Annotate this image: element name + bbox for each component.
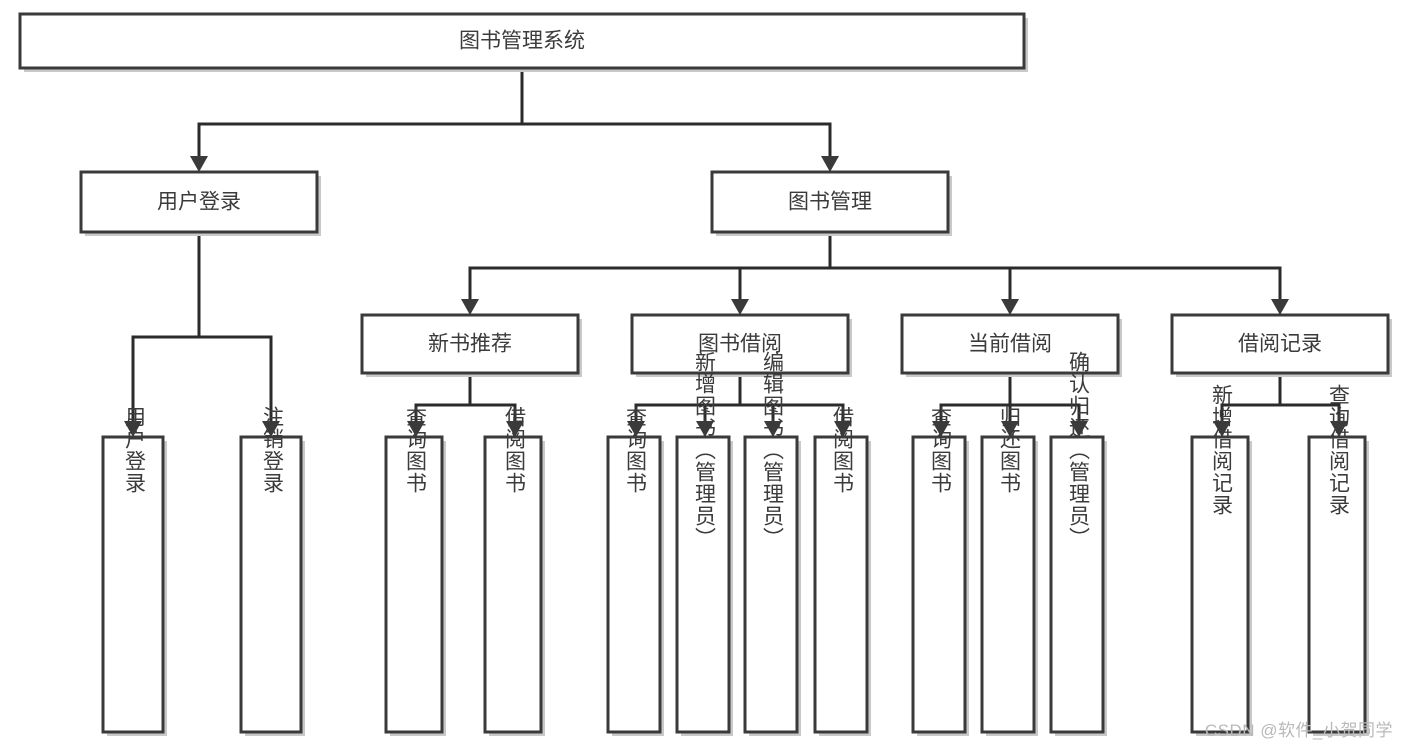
leaf-box [1190, 435, 1250, 734]
arrow-head-leaf-book-borrow-1 [696, 421, 714, 437]
arrow-head-borrow-record [1271, 299, 1289, 315]
leaf-label: 新增借阅记录 [1209, 384, 1233, 516]
leaf-box [1049, 435, 1105, 734]
root-label: 图书管理系统 [459, 30, 585, 53]
user-login-label: 用户登录 [157, 191, 241, 214]
leaf-box [384, 435, 444, 734]
leaf-current-borrow-0[interactable]: 查询图书 [911, 406, 969, 736]
leaf-book-borrow-3[interactable]: 借阅图书 [813, 406, 871, 736]
leaf-new-book-0[interactable]: 查询图书 [384, 406, 446, 736]
book-mgmt-box [710, 170, 950, 234]
watermark-text: CSDN @软件_小贺同学 [1204, 721, 1393, 740]
arrow-head-book-mgmt [821, 156, 839, 172]
leaf-label: 注销登录 [260, 406, 284, 494]
leaf-current-borrow-2[interactable]: 确认归还（管理员） [1049, 351, 1107, 736]
leaf-label: 用户登录 [122, 406, 146, 494]
leaf-label: 查询图书 [928, 406, 952, 494]
leaf-label: 借阅图书 [502, 406, 526, 494]
node-current-borrow[interactable]: 当前借阅 [900, 313, 1122, 377]
leaf-box [980, 435, 1036, 734]
node-user-login[interactable]: 用户登录 [79, 170, 321, 236]
node-new-book-recommend[interactable]: 新书推荐 [360, 313, 582, 377]
new-book-label: 新书推荐 [428, 333, 512, 356]
user-login-box [79, 170, 319, 234]
arrow-head-current-borrow [1001, 299, 1019, 315]
leaf-label: 确认归还（管理员） [1066, 351, 1090, 549]
leaf-user-login-1[interactable]: 注销登录 [239, 406, 305, 736]
arrow-head-leaf-user-login-1 [262, 421, 280, 437]
borrow-record-label: 借阅记录 [1238, 333, 1322, 356]
arrow-head-leaf-new-book-0 [407, 421, 425, 437]
leaf-box [1307, 435, 1367, 734]
book-mgmt-label: 图书管理 [788, 191, 872, 214]
arrow-head-user-login [190, 156, 208, 172]
leaf-box [483, 435, 543, 734]
current-borrow-label: 当前借阅 [968, 333, 1052, 356]
arrow-head-leaf-book-borrow-0 [627, 421, 645, 437]
arrow-head-leaf-borrow-record-1 [1330, 421, 1348, 437]
leaf-book-borrow-1[interactable]: 新增图书（管理员） [675, 351, 733, 736]
leaf-user-login-0[interactable]: 用户登录 [101, 406, 167, 736]
leaf-label: 编辑图书（管理员） [760, 351, 784, 549]
leaf-box [239, 435, 303, 734]
leaf-box [606, 435, 662, 734]
leaf-book-borrow-2[interactable]: 编辑图书（管理员） [743, 351, 801, 736]
root-box [18, 12, 1026, 70]
leaf-box [911, 435, 967, 734]
leaf-label: 归还图书 [997, 406, 1021, 494]
leaf-label: 查询图书 [623, 406, 647, 494]
arrow-head-new-book [461, 299, 479, 315]
arrow-head-leaf-current-borrow-0 [932, 421, 950, 437]
book-borrow-box [630, 313, 850, 375]
leaf-box [813, 435, 869, 734]
node-book-borrow[interactable]: 图书借阅 [630, 313, 852, 377]
leaf-box [743, 435, 799, 734]
book-borrow-label: 图书借阅 [698, 333, 782, 356]
leaf-label: 借阅图书 [830, 406, 854, 494]
borrow-record-box [1170, 313, 1390, 375]
node-book-management[interactable]: 图书管理 [710, 170, 952, 236]
leaf-box [675, 435, 731, 734]
current-borrow-box [900, 313, 1120, 375]
leaf-borrow-record-0[interactable]: 新增借阅记录 [1190, 384, 1252, 736]
arrow-head-leaf-user-login-0 [124, 421, 142, 437]
connector-layer [124, 66, 1348, 437]
leaf-label: 查询借阅记录 [1326, 384, 1350, 516]
node-root-system[interactable]: 图书管理系统 [18, 12, 1028, 72]
leaf-book-borrow-0[interactable]: 查询图书 [606, 406, 664, 736]
new-book-box [360, 313, 580, 375]
arrow-head-leaf-book-borrow-2 [764, 421, 782, 437]
leaf-label: 查询图书 [403, 406, 427, 494]
leaf-new-book-1[interactable]: 借阅图书 [483, 406, 545, 736]
arrow-head-leaf-borrow-record-0 [1213, 421, 1231, 437]
arrow-head-leaf-book-borrow-3 [834, 421, 852, 437]
leaf-borrow-record-1[interactable]: 查询借阅记录 [1307, 384, 1369, 736]
node-borrow-record[interactable]: 借阅记录 [1170, 313, 1392, 377]
leaf-current-borrow-1[interactable]: 归还图书 [980, 406, 1038, 736]
arrow-head-leaf-current-borrow-1 [1001, 421, 1019, 437]
arrow-head-leaf-new-book-1 [506, 421, 524, 437]
leaf-box [101, 435, 165, 734]
arrow-head-leaf-current-borrow-2 [1070, 421, 1088, 437]
leaf-label: 新增图书（管理员） [692, 351, 716, 549]
arrow-head-book-borrow [731, 299, 749, 315]
